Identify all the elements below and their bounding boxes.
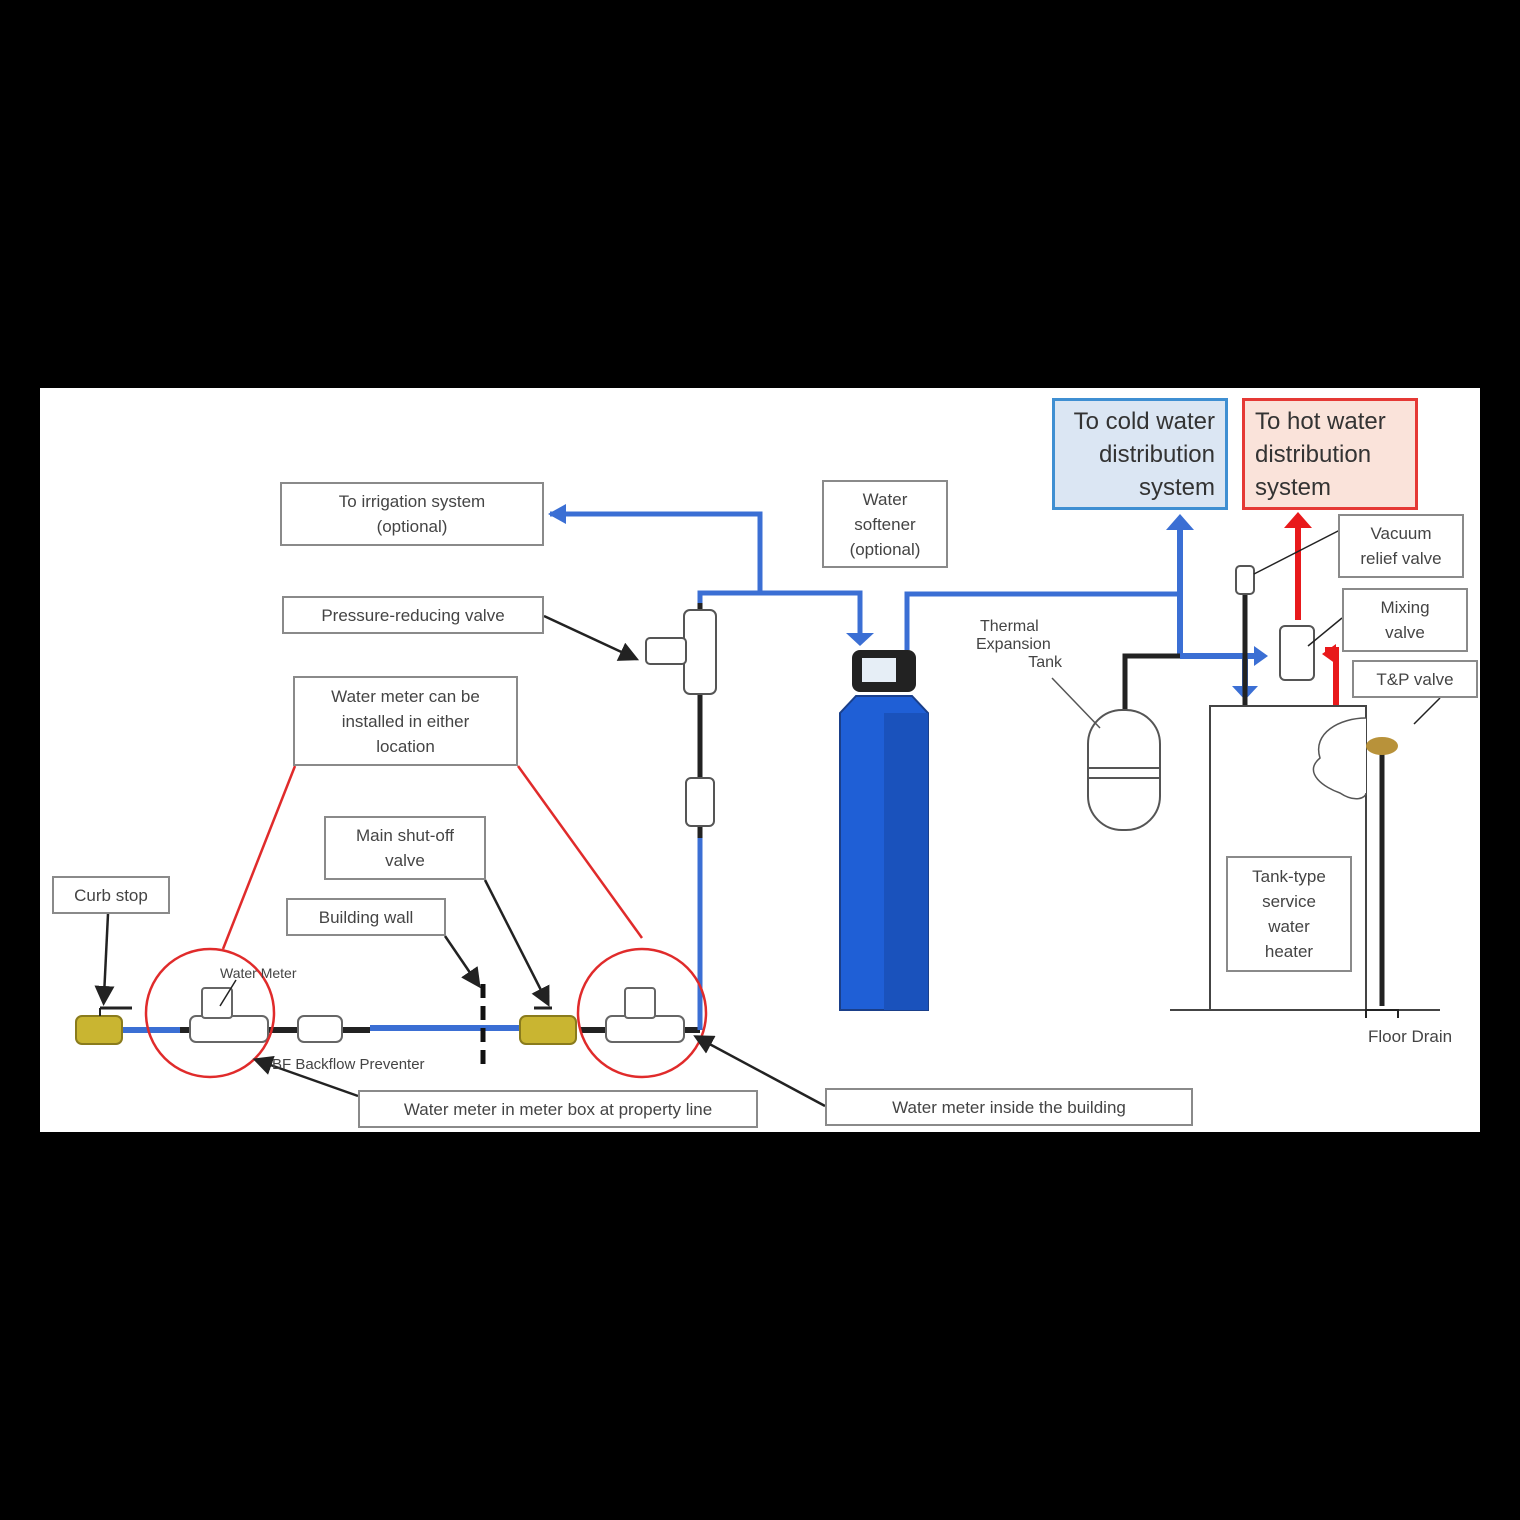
label-line: softener [854, 514, 916, 534]
riser-pipe [548, 504, 874, 1030]
label-line: Pressure-reducing valve [321, 605, 505, 625]
main-shutoff-valve-icon [519, 1006, 577, 1045]
callout-circle-property [144, 947, 276, 1079]
tp-valve-icon [1366, 737, 1398, 755]
label-meter-property-line: Water meter in meter box at property lin… [358, 1090, 758, 1128]
label-curb-stop: Curb stop [52, 876, 170, 914]
label-line: location [376, 736, 435, 756]
label-line: Vacuum [1370, 524, 1432, 543]
hot-distribution-line [1284, 512, 1339, 706]
label-line: Tank [1028, 654, 1062, 671]
label-water-softener: Water softener (optional) [822, 480, 948, 568]
label-line: Expansion [976, 636, 1051, 653]
label-building-wall: Building wall [286, 898, 446, 936]
vacuum-relief-valve-icon [1235, 565, 1255, 595]
label-water-meter-small: Water Meter [220, 965, 297, 981]
label-meter-inside-building: Water meter inside the building [825, 1088, 1193, 1126]
label-line: Tank-type [1252, 867, 1326, 886]
label-line: To irrigation system [338, 492, 486, 511]
backflow-preventer-icon [297, 1015, 343, 1043]
water-meter-inside-icon [605, 987, 685, 1043]
label-mixing-valve: Mixing valve [1342, 588, 1468, 652]
label-line: Curb stop [74, 885, 148, 905]
softener-inlet-arrowhead [846, 633, 874, 646]
label-line: (optional) [376, 517, 448, 536]
label-line: distribution [1098, 440, 1215, 468]
label-pressure-reducing-valve: Pressure-reducing valve [282, 596, 544, 634]
label-line: water [1268, 917, 1310, 936]
label-line: service [1262, 892, 1316, 911]
label-line: system [1255, 473, 1332, 501]
curb-stop-valve-icon [75, 1006, 132, 1045]
floor-drain-icon [1365, 1009, 1399, 1018]
mixing-valve-icon [1279, 625, 1315, 681]
label-line: To hot water [1255, 407, 1386, 435]
label-line: Thermal [980, 618, 1039, 635]
label-tp-valve: T&P valve [1352, 660, 1478, 698]
label-hot-distribution: To hot water distribution system [1242, 398, 1418, 510]
callout-circle-inside [576, 947, 708, 1079]
label-line: Mixing [1380, 598, 1430, 617]
label-cold-distribution: To cold water distribution system [1052, 398, 1228, 510]
label-line: Water meter can be [331, 686, 480, 706]
label-vacuum-relief-valve: Vacuum relief valve [1338, 514, 1464, 578]
label-line: installed in either [341, 711, 470, 731]
label-thermal-expansion-tank: Thermal Expansion Tank [976, 618, 1062, 672]
label-water-heater: Tank-type service water heater [1226, 856, 1352, 972]
label-line: Main shut-off [356, 826, 454, 845]
label-line: T&P valve [1376, 669, 1454, 689]
water-meter-property-icon [189, 987, 269, 1043]
label-meter-either-location: Water meter can be installed in either l… [293, 676, 518, 766]
irrigation-arrowhead [548, 504, 566, 524]
label-line: To cold water [1073, 407, 1215, 435]
label-line: valve [1385, 623, 1425, 642]
label-line: Water meter inside the building [892, 1097, 1126, 1117]
heater-cutaway [1312, 717, 1367, 800]
label-line: Building wall [318, 907, 414, 927]
label-line: heater [1264, 942, 1314, 961]
label-line: relief valve [1360, 549, 1442, 568]
expansion-tank-icon [1087, 709, 1161, 831]
label-line: valve [385, 851, 425, 870]
label-line: distribution [1255, 440, 1372, 468]
label-floor-drain: Floor Drain [1368, 1027, 1453, 1046]
label-line: system [1138, 473, 1215, 501]
label-main-shutoff-valve: Main shut-off valve [324, 816, 486, 880]
label-line: Water meter in meter box at property lin… [403, 1099, 713, 1119]
label-bf-backflow-preventer: BF Backflow Preventer [272, 1056, 425, 1073]
diagram-panel: To irrigation system (optional) Pressure… [40, 388, 1480, 1132]
label-line: (optional) [849, 539, 921, 559]
cold-distribution-line [904, 514, 1268, 710]
water-softener-icon [839, 650, 929, 1011]
label-line: Water [862, 489, 908, 509]
check-valve-icon [685, 777, 715, 827]
label-irrigation: To irrigation system (optional) [280, 482, 544, 546]
pressure-reducing-valve-icon [683, 609, 717, 695]
